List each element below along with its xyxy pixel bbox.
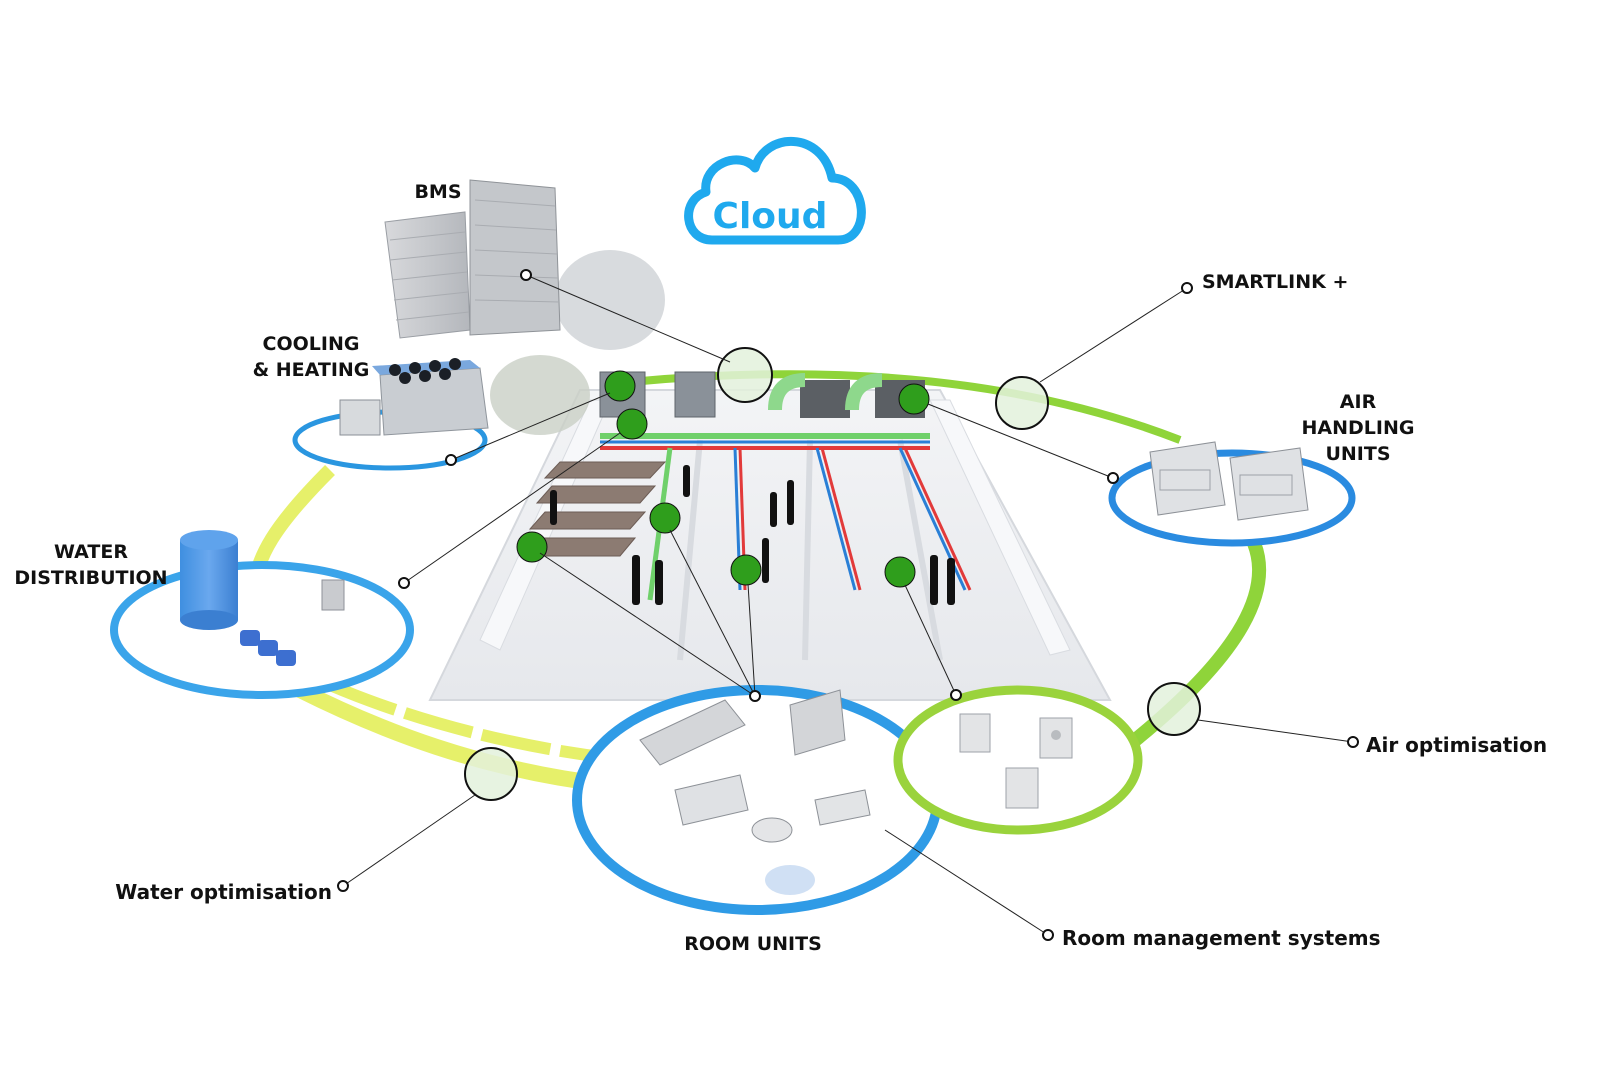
connector-room-units-1 (539, 552, 756, 697)
label-water-optimisation: Water optimisation (115, 880, 332, 904)
cloud-icon (684, 137, 866, 245)
label-room-management: Room management systems (1062, 926, 1381, 950)
endpoint-room-mgmt-label (1042, 929, 1054, 941)
hotspot-ahu-roof (898, 383, 930, 415)
hotspot-fan-coil-center (730, 554, 762, 586)
connector-air-opt (1197, 719, 1354, 743)
central-building (428, 371, 1112, 701)
hotspot-chiller (604, 370, 636, 402)
cloud-label: Cloud (713, 196, 828, 237)
endpoint-smartlink (1181, 282, 1193, 294)
label-water-distribution-1: WATER (54, 541, 128, 563)
water-distribution-zone (110, 530, 414, 699)
connector-room-units-3 (747, 583, 756, 697)
connector-water-opt (342, 794, 476, 887)
air-handling-units-zone (1108, 441, 1356, 547)
cooling-heating-zone (292, 358, 489, 471)
connector-room-mgmt-label (884, 829, 1049, 936)
label-cooling-heating-2: & HEATING (253, 359, 370, 381)
connector-room-mgmt (904, 584, 957, 696)
connector-cooling (450, 392, 611, 461)
hotspot-fan-coil-left (516, 531, 548, 563)
connector-smartlink (1039, 287, 1188, 383)
highlight-smartlink (995, 376, 1049, 430)
connector-bms (525, 274, 731, 363)
label-smartlink: SMARTLINK + (1202, 271, 1348, 293)
label-bms: BMS (414, 181, 461, 203)
endpoint-ahu (1107, 472, 1119, 484)
label-water-distribution-2: DISTRIBUTION (14, 567, 167, 589)
label-cooling-heating-1: COOLING (263, 333, 360, 355)
label-ahu-2: HANDLING (1302, 417, 1415, 439)
room-units-zone (572, 685, 942, 915)
endpoint-water-opt (337, 880, 349, 892)
endpoint-bms (520, 269, 532, 281)
highlight-bms (717, 347, 773, 403)
connector-water (403, 432, 621, 584)
label-air-optimisation: Air optimisation (1366, 733, 1547, 757)
label-ahu-3: UNITS (1325, 443, 1390, 465)
connector-ahu (927, 403, 1114, 479)
label-ahu-1: AIR (1340, 391, 1377, 413)
endpoint-room-units (749, 690, 761, 702)
label-room-units: ROOM UNITS (684, 933, 822, 955)
endpoint-room-mgmt (950, 689, 962, 701)
hotspot-valves (616, 408, 648, 440)
bms-building (384, 179, 665, 435)
hotspot-room-controller (884, 556, 916, 588)
highlight-air-optimisation (1147, 682, 1201, 736)
endpoint-air-opt (1347, 736, 1359, 748)
room-management-zone (893, 685, 1143, 835)
connector-room-units-2 (669, 529, 756, 697)
endpoint-water (398, 577, 410, 589)
hotspot-radiant-panel (649, 502, 681, 534)
highlight-water-optimisation (464, 747, 518, 801)
endpoint-cooling (445, 454, 457, 466)
